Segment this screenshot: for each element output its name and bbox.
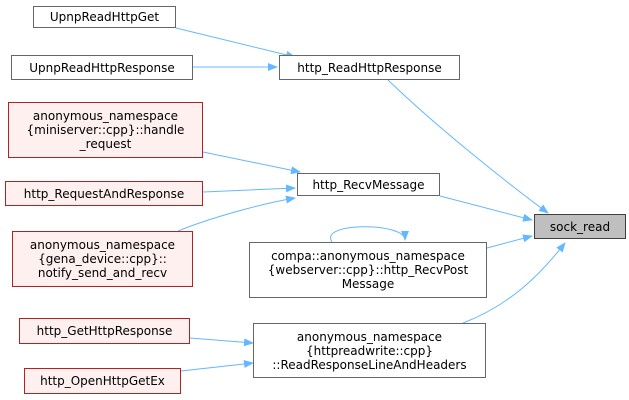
edge-recvpostmessage-to-sock-read bbox=[486, 234, 533, 249]
edge-readresponseline-to-sock-read bbox=[462, 242, 566, 324]
edge-http-recvmessage-to-sock-read bbox=[439, 195, 533, 222]
node-sock-read[interactable]: sock_read bbox=[534, 214, 626, 239]
node-gena-device-notify-send-and-recv[interactable]: anonymous_namespace {gena_device::cpp}::… bbox=[12, 231, 193, 287]
node-http-recvmessage[interactable]: http_RecvMessage bbox=[297, 173, 440, 196]
node-webserver-http-recvpostmessage[interactable]: compa::anonymous_namespace {webserver::c… bbox=[249, 242, 487, 298]
node-readresponselineandheaders[interactable]: anonymous_namespace {httpreadwrite::cpp}… bbox=[253, 323, 486, 378]
node-http-openhttpgetex[interactable]: http_OpenHttpGetEx bbox=[24, 368, 181, 394]
edge-requestandresponse-to-http-recvmessage bbox=[202, 184, 296, 193]
edge-http-readhttpresponse-to-sock-read bbox=[387, 79, 549, 214]
node-miniserver-handle-request[interactable]: anonymous_namespace {miniserver::cpp}::h… bbox=[8, 102, 203, 158]
node-http-readhttpresponse[interactable]: http_ReadHttpResponse bbox=[279, 55, 460, 80]
edge-openhttpgetex-to-readresponseline bbox=[180, 360, 254, 372]
node-upnpreadhttpresponse[interactable]: UpnpReadHttpResponse bbox=[11, 55, 193, 80]
node-http-gethttpresponse[interactable]: http_GetHttpResponse bbox=[19, 318, 190, 344]
node-upnpreadhttpget[interactable]: UpnpReadHttpGet bbox=[33, 6, 176, 28]
edge-notify-send-and-recv-to-http-recvmessage bbox=[177, 195, 296, 232]
edge-recvpostmessage-self-loop bbox=[329, 226, 409, 243]
node-http-requestandresponse[interactable]: http_RequestAndResponse bbox=[5, 181, 203, 206]
edge-gethttpresponse-to-readresponseline bbox=[189, 337, 254, 347]
edge-upnpreadhttpget-to-http-readhttpresponse bbox=[175, 27, 296, 59]
edge-handle-request-to-http-recvmessage bbox=[202, 151, 301, 175]
